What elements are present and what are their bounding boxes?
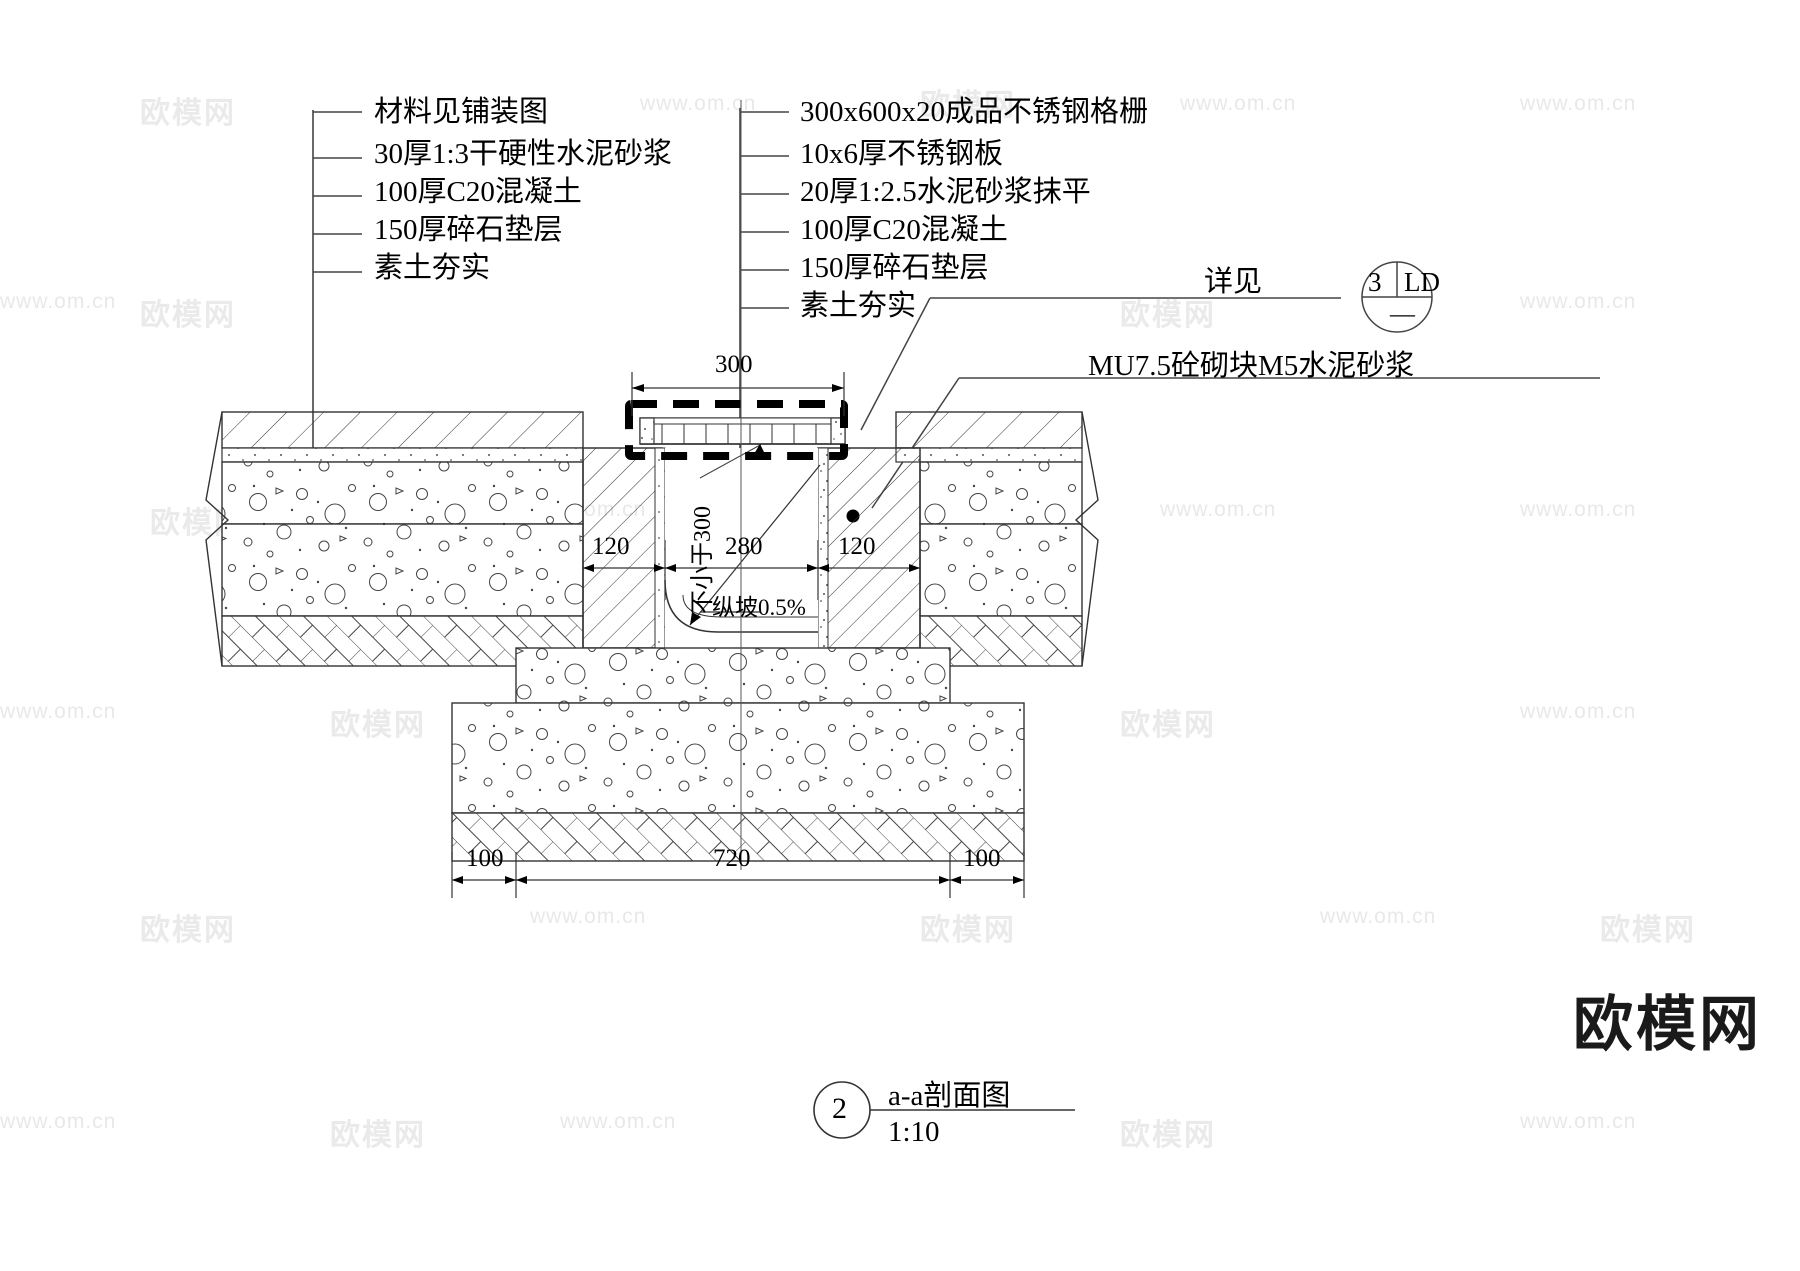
detail-callout-symbol — [1361, 261, 1433, 333]
dim-label-base-center: 720 — [713, 845, 751, 872]
annotation-slope: 纵坡0.5% — [712, 595, 806, 620]
dim-base-widths — [451, 852, 1025, 898]
brand-logo: 欧模网 — [1573, 991, 1762, 1058]
detail-callout-leader — [860, 297, 1341, 431]
dim-label-channel-width: 280 — [725, 533, 763, 560]
left-note-3: 150厚碎石垫层 — [374, 214, 563, 246]
left-note-2: 100厚C20混凝土 — [374, 176, 582, 208]
left-note-1: 30厚1:3干硬性水泥砂浆 — [374, 138, 673, 170]
dim-label-base-left: 100 — [466, 845, 504, 872]
right-paving-layer — [895, 411, 1083, 667]
break-line-right — [1074, 411, 1099, 667]
drawing-scale: 1:10 — [888, 1116, 940, 1148]
steel-grate — [639, 417, 846, 445]
left-paving-layer — [221, 411, 584, 667]
right-note-0: 300x600x20成品不锈钢格栅 — [800, 96, 1149, 128]
drawing-title: a-a剖面图 — [888, 1080, 1011, 1112]
right-note-1: 10x6厚不锈钢板 — [800, 138, 1004, 170]
right-note-4: 150厚碎石垫层 — [800, 252, 989, 284]
left-note-0: 材料见铺装图 — [374, 96, 549, 128]
grate-internal-leader — [699, 443, 764, 479]
left-note-4: 素土夯实 — [374, 252, 491, 284]
title-symbol — [813, 1081, 1075, 1139]
dim-grate-width — [631, 372, 845, 416]
detail-highlight-box — [625, 400, 848, 460]
detail-callout-number: 3 — [1368, 267, 1382, 297]
detail-callout-lower: — — [1390, 301, 1415, 328]
masonry-note: MU7.5砼砌块M5水泥砂浆 — [1088, 350, 1415, 382]
right-note-3: 100厚C20混凝土 — [800, 214, 1008, 246]
detail-number: 2 — [832, 1092, 847, 1125]
detail-callout-sheet: LD — [1404, 267, 1440, 297]
dim-label-grate-width: 300 — [715, 351, 753, 378]
detail-callout-prefix: 详见 — [1204, 266, 1263, 298]
break-line-left — [205, 411, 230, 667]
dim-min-depth — [689, 464, 821, 626]
right-note-5: 素土夯实 — [800, 290, 917, 322]
channel-bedding — [451, 647, 1025, 862]
right-note-2: 20厚1:2.5水泥砂浆抹平 — [800, 176, 1091, 208]
channel-invert — [664, 579, 818, 633]
dim-label-left-wall: 120 — [592, 533, 630, 560]
channel-left-wall — [582, 447, 666, 649]
dim-channel-widths — [582, 540, 921, 600]
dim-label-right-wall: 120 — [838, 533, 876, 560]
dim-label-base-right: 100 — [963, 845, 1001, 872]
